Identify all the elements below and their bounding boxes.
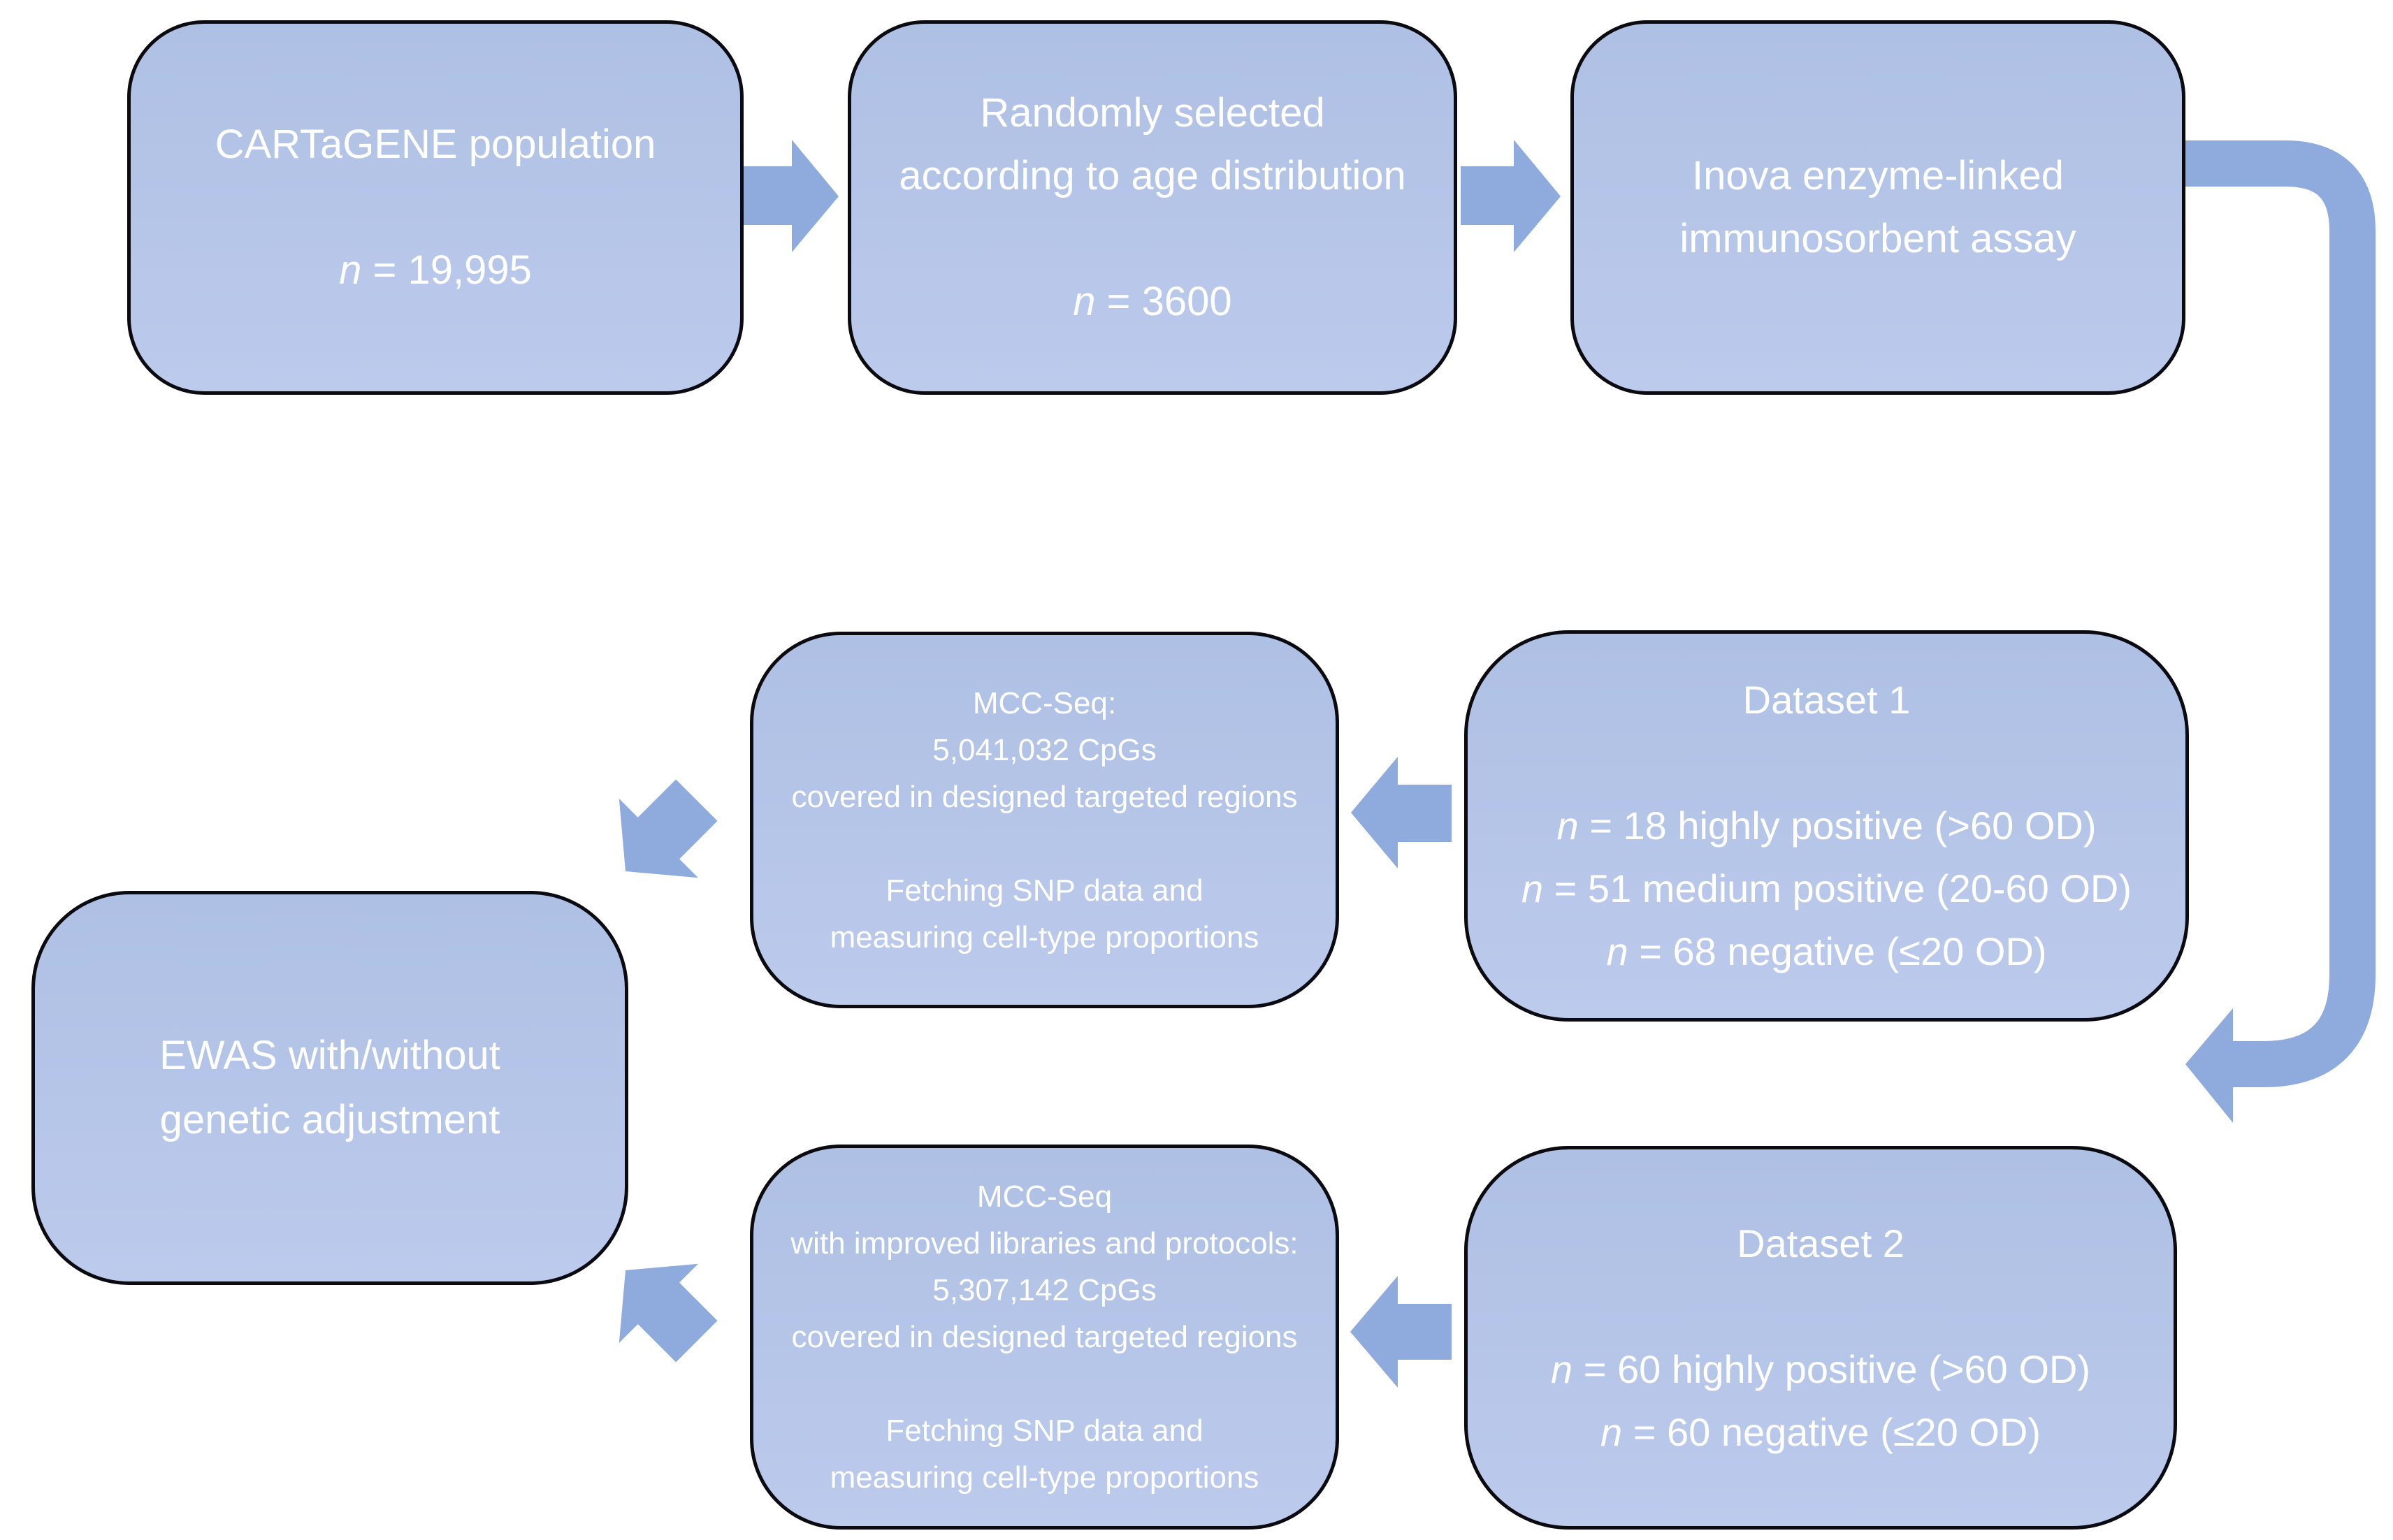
box-text-line: MCC-Seq [976,1179,1113,1214]
box-text-line: Inova enzyme-linked [1692,153,2064,198]
box-mcc-seq-1: MCC-Seq: 5,041,032 CpGs covered in designe… [750,632,1339,1008]
box-text-line: covered in designed targeted regions [791,779,1298,814]
arrow-dataset1-to-mccseq1 [1351,757,1452,869]
box-text-line: 5,041,032 CpGs [932,732,1157,767]
box-text-line: Randomly selected [980,90,1325,136]
box-text-line: Fetching SNP data and [885,1414,1203,1448]
box-text-line: n = 18 highly positive (>60 OD) [1556,804,2097,848]
box-text-line: MCC-Seq: [972,685,1117,720]
box-text-line: n = 60 negative (≤20 OD) [1600,1409,2041,1454]
box-text-line [1040,1360,1048,1407]
elbow-arrowhead-icon [2185,1008,2233,1123]
arrow-mccseq2-to-ewas [619,1263,718,1363]
arrow-mccseq1-to-ewas [619,779,718,878]
arrow-selection-to-inova [1461,140,1561,252]
box-text-line: CARTaGENE population [215,122,656,167]
box-random-selection: Randomly selected according to age distri… [848,20,1457,395]
box-text-line: n = 19,995 [339,247,532,293]
box-text-line: n = 68 negative (≤20 OD) [1606,929,2047,973]
box-text-line: Fetching SNP data and [885,873,1203,908]
box-inova-elisa: Inova enzyme-linked immunosorbent assay [1570,20,2185,395]
box-text-line: measuring cell-type proportions [830,920,1259,954]
box-text-line: n = 51 medium positive (20-60 OD) [1521,866,2132,910]
box-mcc-seq-2: MCC-Seq with improved libraries and proto… [750,1145,1339,1530]
box-text-line [1821,732,1832,794]
box-text-line: with improved libraries and protocols: [790,1226,1299,1261]
box-text-line: immunosorbent assay [1679,216,2076,261]
box-dataset-2: Dataset 2 n = 60 highly positive (>60 OD… [1464,1146,2177,1530]
box-dataset-1: Dataset 1 n = 18 highly positive (>60 OD… [1464,630,2189,1022]
box-text-line: 5,307,142 CpGs [932,1273,1157,1307]
box-text-line: Dataset 2 [1737,1221,1904,1265]
box-text-line [430,176,441,239]
box-text-line [1815,1275,1826,1338]
box-text-line: n = 60 highly positive (>60 OD) [1551,1346,2090,1391]
box-text-line: genetic adjustment [159,1097,500,1142]
box-text-line [1147,208,1158,270]
box-text-line: n = 3600 [1073,279,1232,324]
arrow-dataset2-to-mccseq2 [1350,1276,1452,1388]
box-ewas: EWAS with/without genetic adjustment [31,891,628,1285]
arrow-population-to-selection [739,140,839,252]
box-text-line: Dataset 1 [1742,678,1911,722]
box-text-line: EWAS with/without [159,1033,500,1078]
box-text-line: according to age distribution [899,153,1406,198]
box-text-line: measuring cell-type proportions [830,1460,1259,1495]
box-text-line [1040,820,1048,867]
elbow-connector-inova-to-datasets [2167,140,2376,1087]
box-cartagene-population: CARTaGENE population n = 19,995 [127,20,744,395]
box-text-line: covered in designed targeted regions [791,1320,1298,1354]
